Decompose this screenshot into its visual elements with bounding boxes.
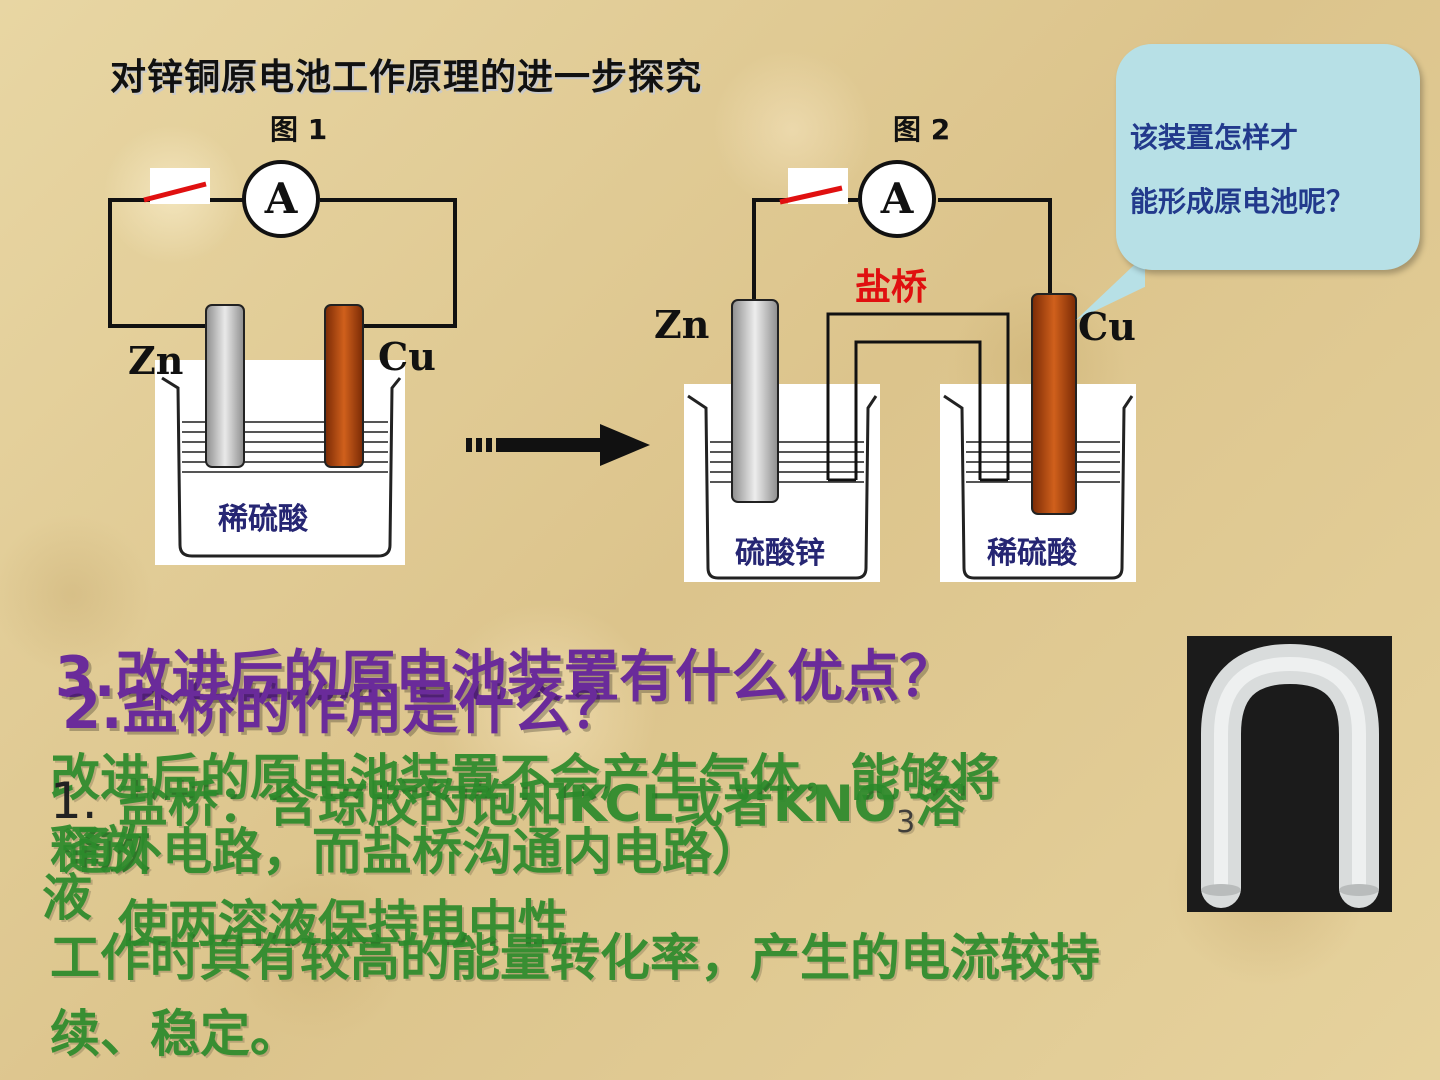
figure2-label: 图 2 xyxy=(893,113,951,146)
figure1-ammeter: A xyxy=(242,160,320,238)
salt-bridge-label: 盐桥 xyxy=(855,267,928,308)
bubble-line2: 能形成原电池呢？ xyxy=(1130,185,1355,218)
figure2-zinc-electrode xyxy=(731,299,779,503)
answer2-line3: 使两溶液保持电中性 xyxy=(118,895,568,953)
answer3-line4: 续、稳定。 xyxy=(50,1005,300,1063)
answer3-line3: 工作时具有较高的能量转化率，产生的电流较持 xyxy=(50,929,1100,987)
figure2-ammeter: A xyxy=(858,160,936,238)
answer2-line2: 通外电路，而盐桥沟通内电路） xyxy=(62,823,762,881)
figure1-cu-label: Cu xyxy=(378,334,436,379)
figure1-solution-label: 稀硫酸 xyxy=(218,502,308,537)
figure1-copper-electrode xyxy=(324,304,364,468)
answer2-liquid: 液 xyxy=(42,869,92,927)
arrow-icon xyxy=(466,424,650,466)
figure2-diagram xyxy=(684,168,1145,582)
figure1-zinc-electrode xyxy=(205,304,245,468)
figure1-diagram xyxy=(108,168,457,565)
speech-bubble: 该装置怎样才 能形成原电池呢？ xyxy=(1116,44,1420,270)
bubble-line1: 该装置怎样才 xyxy=(1130,121,1299,154)
figure1-label: 图 1 xyxy=(270,113,328,146)
question-2: 2.盐桥的作用是什么？ xyxy=(62,677,627,742)
figure2-copper-electrode xyxy=(1031,293,1077,515)
figure2-left-solution-label: 硫酸锌 xyxy=(735,536,825,571)
figure2-zn-label: Zn xyxy=(654,302,710,347)
answer2-line1: 盐桥：含琼胶的饱和KCL或者KNO3溶 xyxy=(118,775,966,840)
question-3: 3.改进后的原电池装置有什么优点？ xyxy=(55,645,956,710)
figure2-right-solution-label: 稀硫酸 xyxy=(987,536,1077,571)
figure1-zn-label: Zn xyxy=(128,338,184,383)
answer3-line2: 释放 xyxy=(50,821,150,879)
item-number-1: 1. xyxy=(50,772,98,830)
salt-bridge-photo xyxy=(1187,636,1392,912)
figure2-cu-label: Cu xyxy=(1078,304,1136,349)
answer3-line1: 改进后的原电池装置不会产生气体，能够将 xyxy=(50,749,1000,807)
slide-title: 对锌铜原电池工作原理的进一步探究 xyxy=(110,57,703,98)
